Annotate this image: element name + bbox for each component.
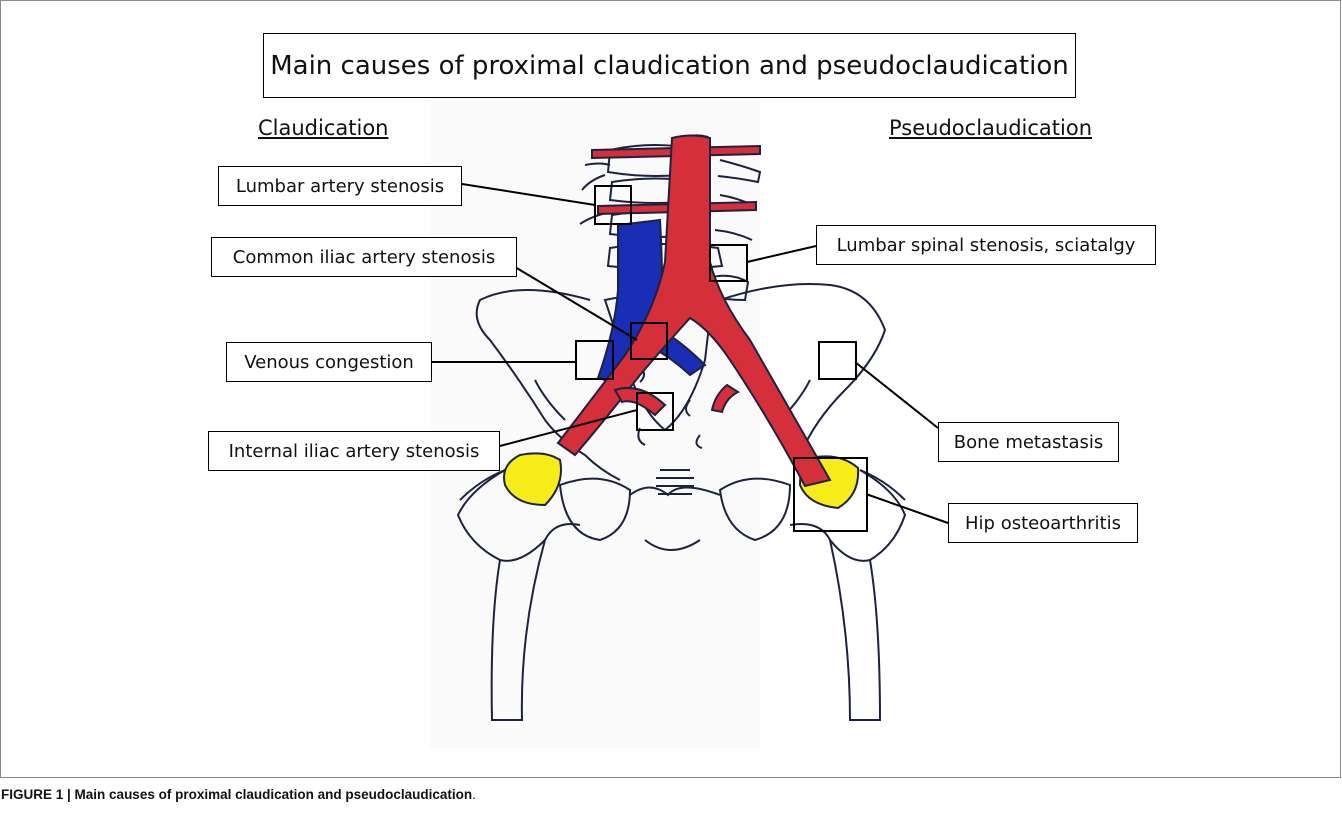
figure-caption: FIGURE 1 | Main causes of proximal claud…	[1, 787, 476, 802]
label-lumbar-artery-stenosis: Lumbar artery stenosis	[218, 166, 462, 206]
caption-bold-text: Main causes of proximal claudication and…	[75, 787, 473, 802]
pseudoclaudication-heading: Pseudoclaudication	[889, 116, 1092, 140]
label-internal-iliac-artery-stenosis: Internal iliac artery stenosis	[208, 431, 500, 471]
label-venous-congestion: Venous congestion	[226, 342, 432, 382]
figure-title: Main causes of proximal claudication and…	[263, 33, 1076, 98]
caption-suffix: .	[472, 787, 476, 802]
label-bone-metastasis: Bone metastasis	[938, 422, 1119, 462]
label-lumbar-spinal-stenosis: Lumbar spinal stenosis, sciatalgy	[816, 225, 1156, 265]
caption-prefix: FIGURE 1 |	[1, 787, 75, 802]
claudication-heading: Claudication	[258, 116, 388, 140]
marker-bone-metastasis	[819, 342, 856, 379]
label-common-iliac-artery-stenosis: Common iliac artery stenosis	[211, 237, 517, 277]
pelvis-illustration	[0, 0, 1342, 780]
label-hip-osteoarthritis: Hip osteoarthritis	[948, 503, 1138, 543]
right-femur	[790, 470, 905, 720]
